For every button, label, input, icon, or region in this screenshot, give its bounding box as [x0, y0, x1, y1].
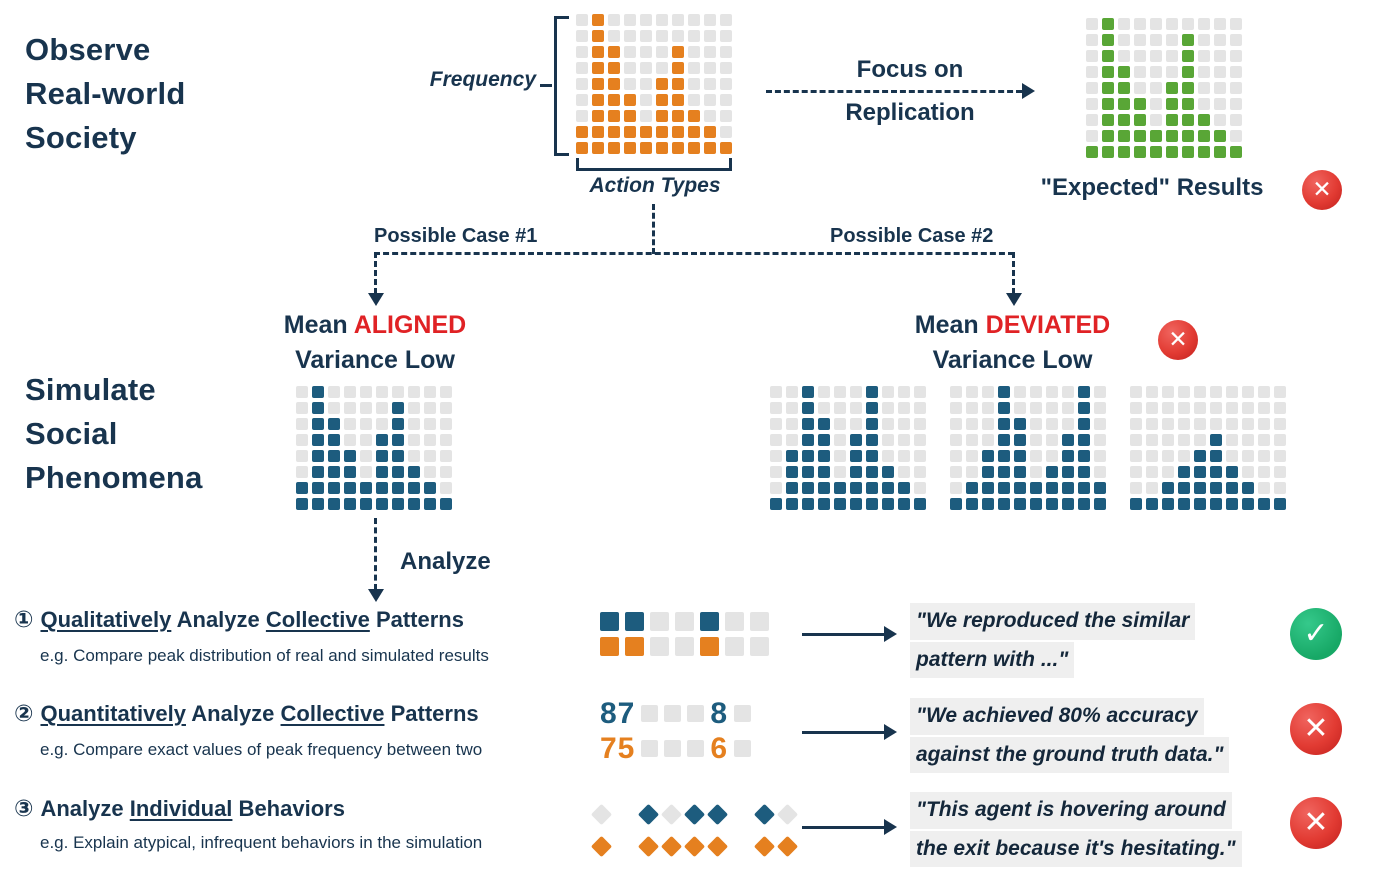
row3-diamonds-line2	[590, 834, 799, 858]
focus-label-line2: Replication	[845, 99, 975, 126]
row2-arrow	[802, 731, 884, 734]
observe-heading-line3: Society	[25, 120, 137, 156]
row1-verdict-badge: ✓	[1290, 608, 1342, 660]
row2-quote-line1: "We achieved 80% accuracy	[910, 698, 1204, 735]
row1-arrow	[802, 633, 884, 636]
row2-number: ②	[14, 700, 34, 726]
row2-quote-line2: against the ground truth data."	[910, 736, 1230, 773]
case2-arrowhead	[1006, 293, 1022, 306]
aligned-variance-label: Variance Low	[295, 346, 455, 374]
analyze-label: Analyze	[400, 548, 491, 575]
row3-diamonds-icon	[590, 802, 799, 858]
analyze-arrowhead	[368, 589, 384, 602]
row3-arrow	[802, 826, 884, 829]
row3-title-text: Analyze Individual Behaviors	[40, 796, 345, 821]
row3-quote-line2: the exit because it's hesitating."	[910, 830, 1242, 867]
frequency-bracket	[554, 16, 569, 156]
row1-quote-line1: "We reproduced the similar	[910, 603, 1196, 640]
row3-verdict-badge: ✕	[1290, 797, 1342, 849]
focus-label-line1: Focus on	[856, 56, 964, 83]
row2-subtitle: e.g. Compare exact values of peak freque…	[40, 740, 483, 759]
simulate-heading-line1: Simulate	[25, 372, 156, 407]
case2-drop-line	[1012, 252, 1015, 294]
deviated-grid-1	[770, 386, 926, 510]
deviated-grid-2	[950, 386, 1106, 510]
analyze-arrow-line	[374, 518, 377, 590]
row3-diamonds-line1	[590, 802, 799, 826]
row2-verdict-badge: ✕	[1290, 703, 1342, 755]
aligned-highlight: ALIGNED	[353, 311, 467, 339]
possible-case1-label: Possible Case #1	[374, 225, 538, 247]
observe-heading-line1: Observe	[25, 32, 151, 67]
mean-label: Mean	[283, 311, 348, 339]
case1-drop-line	[374, 252, 377, 294]
branch-stem-line	[652, 204, 655, 254]
row2-title-text: Quantitatively Analyze Collective Patter…	[40, 701, 479, 726]
observe-heading: Observe Real-world Society	[25, 28, 185, 160]
deviated-title-line1: Mean DEVIATED	[870, 308, 1155, 343]
row3-quote: "This agent is hovering around the exit …	[910, 792, 1242, 869]
expected-results-label: "Expected" Results	[1040, 174, 1264, 201]
simulate-heading-line2: Social	[25, 416, 118, 452]
row1-subtitle: e.g. Compare peak distribution of real a…	[40, 646, 489, 665]
row1-arrowhead	[884, 626, 897, 642]
row3-number: ③	[14, 795, 34, 821]
deviated-verdict-badge: ✕	[1158, 320, 1198, 360]
row2-quote: "We achieved 80% accuracy against the gr…	[910, 698, 1230, 775]
deviated-title: Mean DEVIATED Variance Low	[870, 308, 1155, 378]
row1-quote-line2: pattern with ..."	[910, 641, 1075, 678]
expected-results-grid	[1086, 18, 1242, 158]
action-types-bracket	[576, 158, 732, 171]
simulate-heading: Simulate Social Phenomena	[25, 368, 203, 500]
row3-arrowhead	[884, 819, 897, 835]
row1-pattern-icon	[600, 612, 769, 656]
observe-heading-line2: Real-world	[25, 76, 186, 112]
deviated-variance-label: Variance Low	[932, 346, 1093, 374]
row1-quote: "We reproduced the similar pattern with …	[910, 603, 1196, 680]
observed-frequency-grid	[576, 14, 732, 154]
aligned-title-line1: Mean ALIGNED	[250, 308, 500, 343]
possible-case2-label: Possible Case #2	[830, 225, 994, 247]
row1-number: ①	[14, 606, 34, 632]
action-types-axis-label: Action Types	[589, 174, 721, 197]
case1-arrowhead	[368, 293, 384, 306]
row3-quote-line1: "This agent is hovering around	[910, 792, 1232, 829]
frequency-tick	[540, 84, 552, 87]
branch-horizontal-line	[374, 252, 1014, 255]
deviated-highlight: DEVIATED	[985, 311, 1111, 339]
expected-verdict-badge: ✕	[1302, 170, 1342, 210]
focus-arrow-line	[766, 90, 1022, 93]
aligned-grid	[296, 386, 452, 510]
frequency-axis-label: Frequency	[429, 68, 536, 91]
focus-arrowhead	[1022, 83, 1035, 99]
mean-label-2: Mean	[914, 311, 979, 339]
row1-title-text: Qualitatively Analyze Collective Pattern…	[40, 607, 464, 632]
aligned-title: Mean ALIGNED Variance Low	[250, 308, 500, 378]
row3-subtitle: e.g. Explain atypical, infrequent behavi…	[40, 833, 483, 852]
simulate-heading-line3: Phenomena	[25, 460, 203, 496]
deviated-grid-3	[1130, 386, 1286, 510]
row2-arrowhead	[884, 724, 897, 740]
